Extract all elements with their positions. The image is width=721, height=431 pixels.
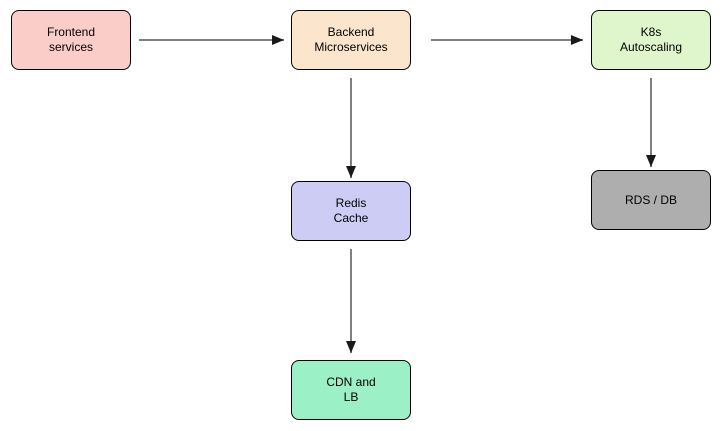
node-rds-db-label: RDS / DB: [624, 192, 677, 207]
node-backend-microservices-label: Backend Microservices: [314, 25, 388, 54]
node-backend-microservices[interactable]: Backend Microservices: [291, 10, 411, 70]
node-cdn-lb[interactable]: CDN and LB: [291, 360, 411, 420]
node-rds-db[interactable]: RDS / DB: [591, 170, 711, 230]
node-cdn-lb-label: CDN and LB: [326, 375, 376, 404]
node-redis-cache[interactable]: Redis Cache: [291, 181, 411, 241]
node-k8s-autoscaling[interactable]: K8s Autoscaling: [591, 10, 711, 70]
node-frontend-services-label: Frontend services: [46, 25, 96, 54]
node-frontend-services[interactable]: Frontend services: [11, 10, 131, 70]
node-k8s-autoscaling-label: K8s Autoscaling: [619, 25, 683, 54]
node-redis-cache-label: Redis Cache: [333, 196, 369, 225]
